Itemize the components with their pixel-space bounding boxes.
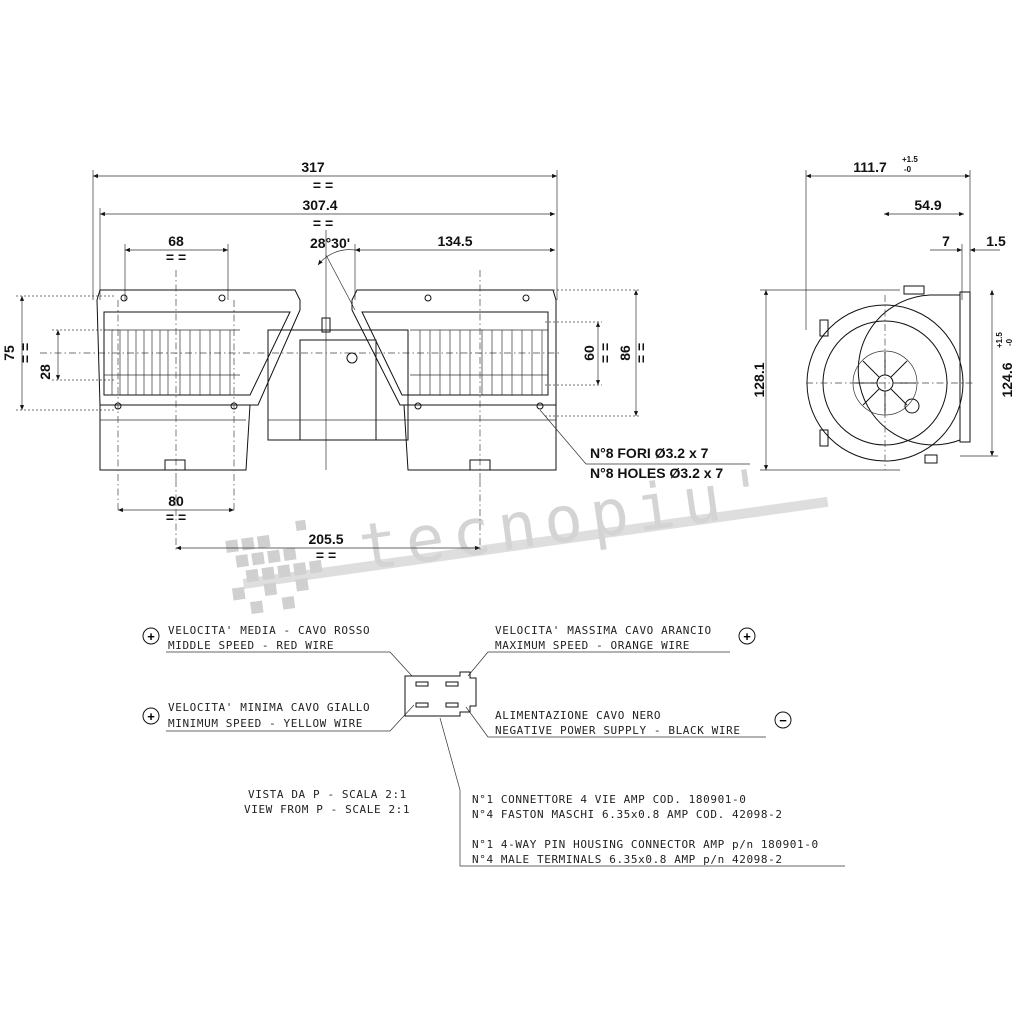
label-middle-it: VELOCITA' MEDIA - CAVO ROSSO xyxy=(168,624,370,637)
dim-mid: 54.9 xyxy=(914,197,941,213)
dim-height-outer: 75 xyxy=(1,345,17,361)
svg-text:+1.5: +1.5 xyxy=(995,332,1004,348)
svg-text:-0: -0 xyxy=(904,165,912,174)
right-blower-housing xyxy=(351,270,557,480)
svg-text:= =: = = xyxy=(166,509,186,525)
svg-text:= =: = = xyxy=(313,177,333,193)
dim-height: 128.1 xyxy=(751,362,767,397)
svg-text:= =: = = xyxy=(313,215,333,231)
dim-height-2: 124.6 xyxy=(999,362,1015,397)
svg-text:-0: -0 xyxy=(1005,338,1014,346)
connector-en-1: N°1 4-WAY PIN HOUSING CONNECTOR AMP p/n … xyxy=(472,838,819,851)
view-label-en: VIEW FROM P - SCALE 2:1 xyxy=(244,803,410,816)
svg-text:+1.5: +1.5 xyxy=(902,155,918,164)
connector-4-way xyxy=(404,671,477,717)
view-label-it: VISTA DA P - SCALA 2:1 xyxy=(248,788,407,801)
dim-small-1: 7 xyxy=(942,233,950,249)
svg-text:+: + xyxy=(147,709,155,724)
svg-text:= =: = = xyxy=(633,343,649,363)
left-blower-housing xyxy=(96,270,301,512)
dim-right-height-1: 60 xyxy=(581,345,597,361)
svg-text:= =: = = xyxy=(17,343,33,363)
plus-symbol-max xyxy=(738,627,756,645)
connector-it-1: N°1 CONNETTORE 4 VIE AMP COD. 180901-0 xyxy=(472,793,746,806)
dim-small-2: 1.5 xyxy=(986,233,1006,249)
connector-en-2: N°4 MALE TERMINALS 6.35x0.8 AMP p/n 4209… xyxy=(472,853,783,866)
svg-text:= =: = = xyxy=(597,343,613,363)
holes-label-en: N°8 HOLES Ø3.2 x 7 xyxy=(590,465,723,481)
svg-text:+: + xyxy=(743,629,751,644)
dim-height-inner: 28 xyxy=(37,364,53,380)
side-view: 111.7 +1.5 -0 54.9 7 1.5 128.1 124.6 +1.… xyxy=(751,155,1015,471)
dim-right-span: 134.5 xyxy=(437,233,472,249)
minus-symbol xyxy=(774,711,792,729)
wiring-diagram: + + + − VELOCITA' MEDIA - CAVO ROSSO MID… xyxy=(142,624,845,867)
svg-text:−: − xyxy=(779,713,787,728)
dim-overall: 317 xyxy=(301,159,325,175)
label-max-it: VELOCITA' MASSIMA CAVO ARANCIO xyxy=(495,624,712,637)
dim-bottom-2: 205.5 xyxy=(308,531,343,547)
motor-body xyxy=(267,317,409,441)
dim-left-span: 68 xyxy=(168,233,184,249)
label-min-it: VELOCITA' MINIMA CAVO GIALLO xyxy=(168,701,370,714)
connector-it-2: N°4 FASTON MASCHI 6.35x0.8 AMP COD. 4209… xyxy=(472,808,783,821)
label-neg-it: ALIMENTAZIONE CAVO NERO xyxy=(495,709,661,722)
svg-text:= =: = = xyxy=(316,547,336,563)
dim-angle: 28°30' xyxy=(310,235,350,251)
dim-inner: 307.4 xyxy=(302,197,337,213)
label-middle-en: MIDDLE SPEED - RED WIRE xyxy=(168,639,334,652)
label-neg-en: NEGATIVE POWER SUPPLY - BLACK WIRE xyxy=(495,724,741,737)
svg-text:= =: = = xyxy=(166,249,186,265)
side-housing xyxy=(806,285,975,470)
dim-width: 111.7 xyxy=(853,159,887,175)
svg-text:+: + xyxy=(147,629,155,644)
front-view: 317 = = 307.4 = = 68 = = 134.5 28°30' 75… xyxy=(1,159,750,563)
label-min-en: MINIMUM SPEED - YELLOW WIRE xyxy=(168,717,363,730)
holes-label-it: N°8 FORI Ø3.2 x 7 xyxy=(590,445,709,461)
label-max-en: MAXIMUM SPEED - ORANGE WIRE xyxy=(495,639,690,652)
plus-symbol-middle xyxy=(142,627,160,645)
plus-symbol-min xyxy=(142,707,160,725)
dim-right-height-2: 86 xyxy=(617,345,633,361)
